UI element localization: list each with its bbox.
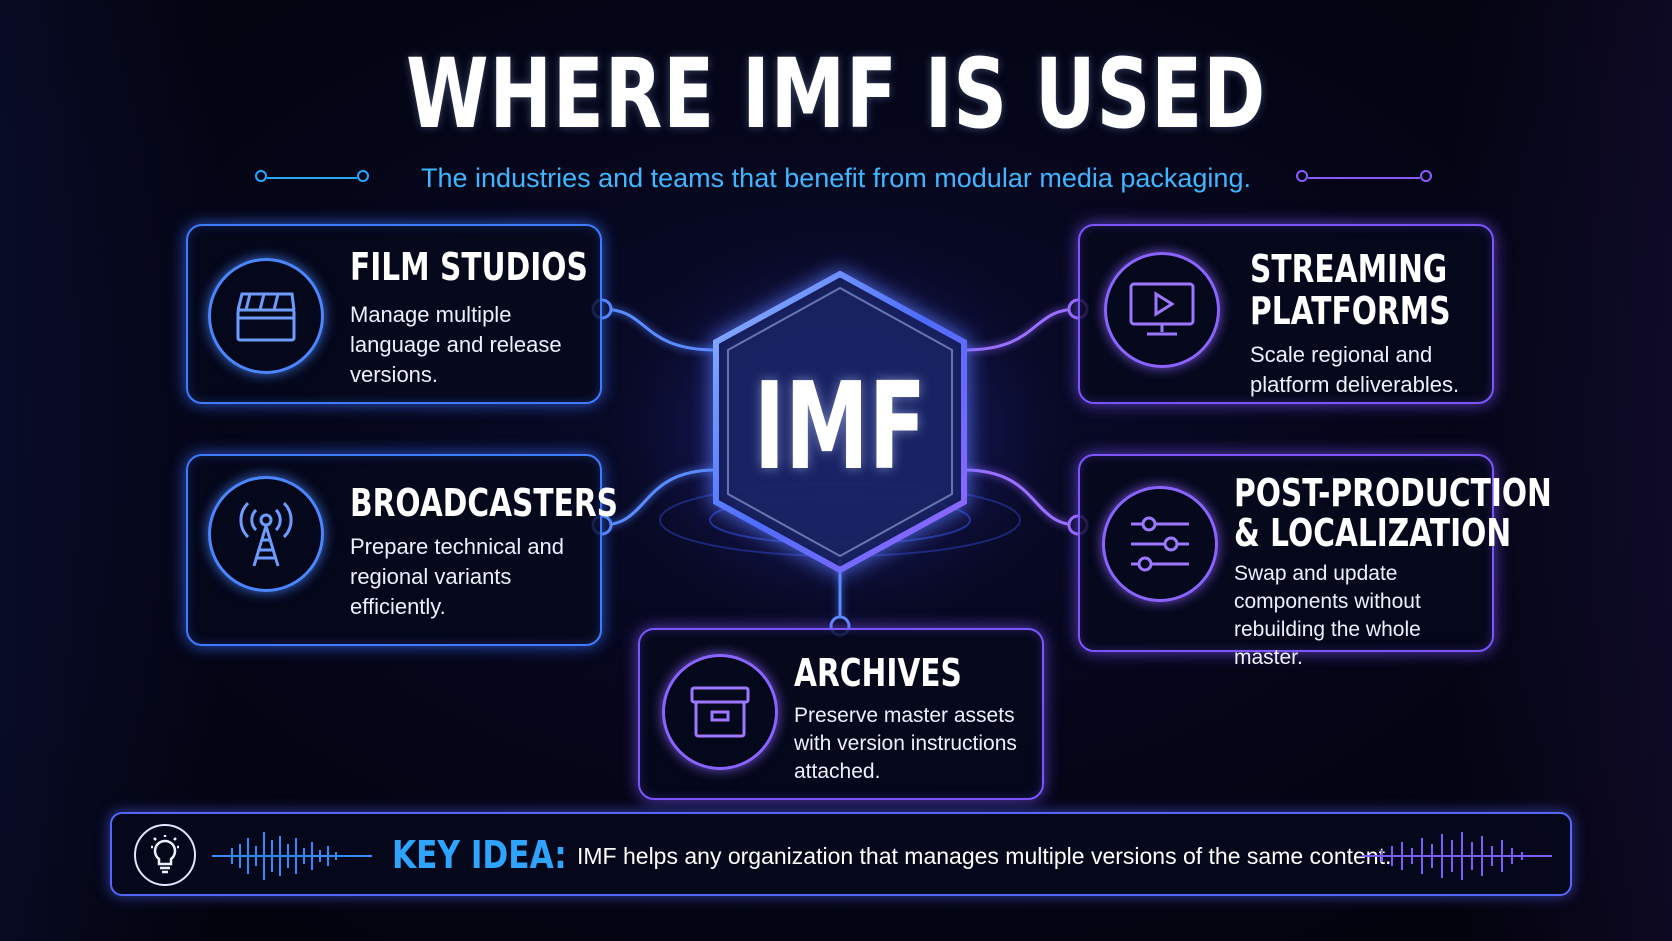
subtitle-dot-left-outer [255,170,267,182]
card-title: ARCHIVES [794,651,962,695]
card-post-production: POST-PRODUCTION & LOCALIZATION Swap and … [1078,454,1552,669]
card-description: Prepare technical and regional variants … [350,534,565,619]
imf-hub: IMF [640,240,1040,620]
card-description: Preserve master assets with version inst… [794,704,1017,783]
hub-label: IMF [753,358,927,497]
card-title: FILM STUDIOS [350,245,588,289]
broadcast-tower-icon [208,476,324,592]
hexagon-outline [713,270,967,574]
subtitle-dot-right-outer [1420,170,1432,182]
subtitle-dot-right-inner [1296,170,1308,182]
wire-film [601,307,717,352]
page-title: WHERE IMF IS USED [405,38,1267,150]
subtitle-dot-left-inner [357,170,369,182]
wire-post [963,468,1079,527]
waveform-right [1362,832,1552,880]
clapperboard-icon [208,258,324,374]
page-subtitle: The industries and teams that benefit fr… [421,163,1251,193]
subtitle-line-left [267,177,357,179]
waveform-left [212,832,372,880]
key-idea-label: KEY IDEA: [392,833,567,877]
card-broadcasters: BROADCASTERS Prepare technical and regio… [186,454,618,646]
wire-streaming [963,307,1079,352]
archive-box-icon [662,654,778,770]
card-description: Swap and update components without rebui… [1234,562,1421,669]
card-description: Manage multiple language and release ver… [350,302,562,387]
play-monitor-icon [1104,252,1220,368]
card-film-studios: FILM STUDIOS Manage multiple language an… [186,224,602,404]
card-archives: ARCHIVES Preserve master assets with ver… [638,628,1044,800]
card-description: Scale regional and platform deliverables… [1250,342,1460,397]
card-title-line1: STREAMING [1250,247,1448,291]
studio-backdrop-left [0,0,220,941]
card-title: BROADCASTERS [350,481,619,525]
card-streaming-platforms: STREAMING PLATFORMS Scale regional and p… [1078,224,1494,404]
card-title-line2: PLATFORMS [1250,289,1451,333]
sliders-icon [1102,486,1218,602]
subtitle-line-right [1308,177,1420,179]
wire-broadcasters [601,468,717,527]
key-idea-banner: KEY IDEA: IMF helps any organization tha… [110,812,1572,896]
card-title-line2: & LOCALIZATION [1234,511,1512,555]
key-idea-text: IMF helps any organization that manages … [577,843,1392,869]
lightbulb-icon [134,824,196,886]
card-title-line1: POST-PRODUCTION [1234,471,1552,515]
